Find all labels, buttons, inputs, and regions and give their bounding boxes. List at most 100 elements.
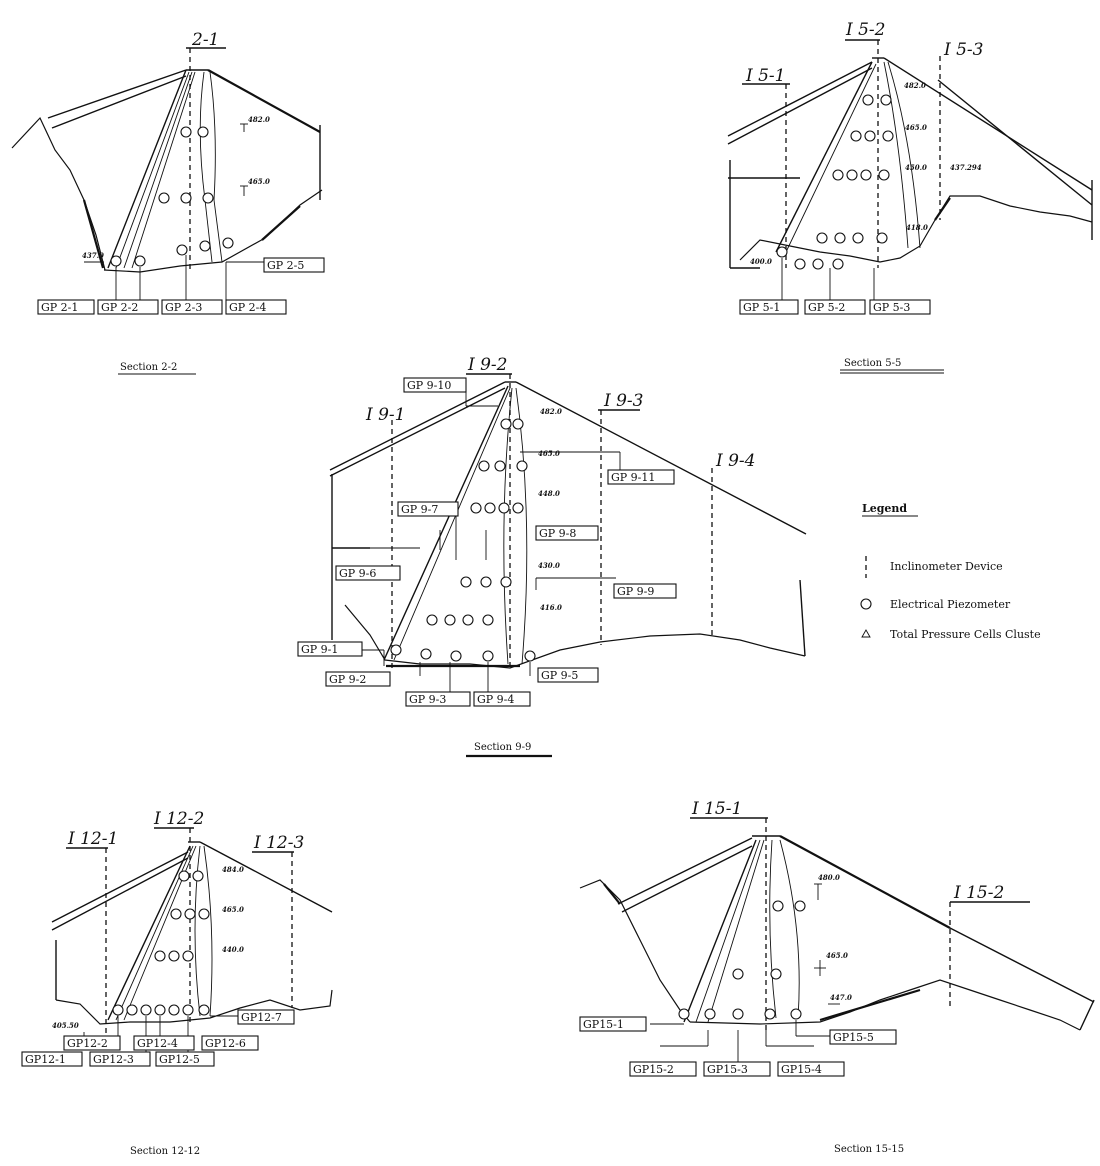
- elevation-label: 482.0: [248, 115, 270, 124]
- inclinometer-label: I 12-2: [153, 809, 204, 829]
- gp-label: GP15-3: [707, 1063, 748, 1076]
- elevation-label: 465.0: [538, 449, 560, 458]
- elevation-label: 437.0: [82, 251, 104, 260]
- piezometer: [176, 244, 188, 256]
- piezometer: [390, 644, 402, 656]
- gp-label: GP 2-1: [41, 301, 78, 314]
- piezometer: [154, 950, 166, 962]
- piezometer: [876, 232, 888, 244]
- gp-label: GP 9-5: [541, 669, 578, 682]
- gp-label: GP 9-4: [477, 693, 514, 706]
- elevation-label: 465.0: [905, 123, 927, 132]
- piezometer: [482, 614, 494, 626]
- piezometer: [832, 258, 844, 270]
- gp-label: GP15-1: [583, 1018, 624, 1031]
- piezometer: [192, 870, 204, 882]
- gp-label: GP 9-9: [617, 585, 654, 598]
- section-title: Section 2-2: [120, 362, 177, 373]
- section-2-2: 482.0 465.0 437.0 2-1 GP 2-1 GP 2-2 GP 2…: [11, 30, 325, 375]
- gp-label: GP 2-3: [165, 301, 202, 314]
- gp-label: GP12-1: [25, 1053, 66, 1066]
- piezometer: [850, 130, 862, 142]
- gp-label: GP12-2: [67, 1037, 108, 1050]
- gp-label: GP15-2: [633, 1063, 674, 1076]
- piezometer: [444, 614, 456, 626]
- section-title: Section 5-5: [844, 358, 901, 369]
- legend: Legend Inclinometer Device Electrical Pi…: [860, 502, 1041, 641]
- piezometer: [704, 1008, 716, 1020]
- piezometers-2-2: [110, 126, 234, 267]
- piezometer: [862, 94, 874, 106]
- inclinometer-label: I 9-3: [603, 391, 644, 411]
- inclinometer-label: I 5-3: [943, 40, 984, 60]
- piezometer: [180, 192, 192, 204]
- piezometer: [168, 950, 180, 962]
- piezometer-symbol: [860, 598, 872, 610]
- piezometer: [732, 968, 744, 980]
- elevation-label: 482.0: [904, 81, 926, 90]
- piezometer: [126, 1004, 138, 1016]
- piezometer: [222, 237, 234, 249]
- inclinometer-label: I 9-1: [365, 405, 406, 425]
- piezometer: [470, 502, 482, 514]
- legend-item-label: Inclinometer Device: [890, 560, 1003, 573]
- piezometer: [478, 460, 490, 472]
- section-9-9: I 9-1 I 9-2 I 9-3 I 9-4: [297, 355, 807, 758]
- piezometer: [776, 246, 788, 258]
- piezometer: [158, 192, 170, 204]
- piezometers-15-15: [678, 900, 806, 1020]
- piezometer: [790, 1008, 802, 1020]
- piezometer: [794, 258, 806, 270]
- piezometer: [494, 460, 506, 472]
- inclinometer-label: I 12-3: [253, 833, 304, 853]
- gp-label: GP 9-7: [401, 503, 438, 516]
- piezometers-9-9: [390, 418, 536, 662]
- elevation-label: 400.0: [750, 257, 772, 266]
- section-title: Section 12-12: [130, 1146, 200, 1157]
- elevation-label: 430.0: [538, 561, 560, 570]
- gp-label: GP12-7: [241, 1011, 282, 1024]
- inclinometer-label: 2-1: [191, 30, 219, 50]
- piezometer: [484, 502, 496, 514]
- piezometer: [516, 460, 528, 472]
- elevation-label: 450.0: [905, 163, 927, 172]
- pressure-cell-symbol: [861, 629, 871, 638]
- piezometer: [512, 502, 524, 514]
- elevation-label: 418.0: [906, 223, 928, 232]
- piezometer: [184, 908, 196, 920]
- piezometer: [480, 576, 492, 588]
- piezometers-12-12: [112, 870, 210, 1016]
- piezometer: [450, 650, 462, 662]
- elevation-label: 437.294: [950, 163, 982, 172]
- elevation-label: 482.0: [540, 407, 562, 416]
- piezometer: [170, 908, 182, 920]
- piezometer: [180, 126, 192, 138]
- piezometer: [860, 169, 872, 181]
- inclinometer-label: I 15-1: [691, 799, 742, 819]
- gp-label: GP 9-2: [329, 673, 366, 686]
- section-title: Section 15-15: [834, 1144, 904, 1155]
- piezometer: [832, 169, 844, 181]
- piezometer: [524, 650, 536, 662]
- piezometers-5-5: [776, 94, 894, 270]
- elevation-label: 465.0: [222, 905, 244, 914]
- piezometer: [500, 576, 512, 588]
- gp-label: GP 9-1: [301, 643, 338, 656]
- elevation-label: 465.0: [826, 951, 848, 960]
- piezometer: [678, 1008, 690, 1020]
- piezometer: [198, 908, 210, 920]
- piezometer: [182, 1004, 194, 1016]
- elevation-label: 465.0: [248, 177, 270, 186]
- elevation-label: 440.0: [222, 945, 244, 954]
- inclinometer-label: I 5-2: [845, 20, 886, 40]
- elevation-label: 448.0: [538, 489, 560, 498]
- piezometer: [772, 900, 784, 912]
- gp-label: GP15-4: [781, 1063, 822, 1076]
- elevation-label: 480.0: [818, 873, 840, 882]
- inclinometer-label: I 5-1: [745, 66, 786, 86]
- piezometer: [812, 258, 824, 270]
- gp-label: GP 2-5: [267, 259, 304, 272]
- legend-item-label: Electrical Piezometer: [890, 598, 1011, 611]
- section-title: Section 9-9: [474, 742, 531, 753]
